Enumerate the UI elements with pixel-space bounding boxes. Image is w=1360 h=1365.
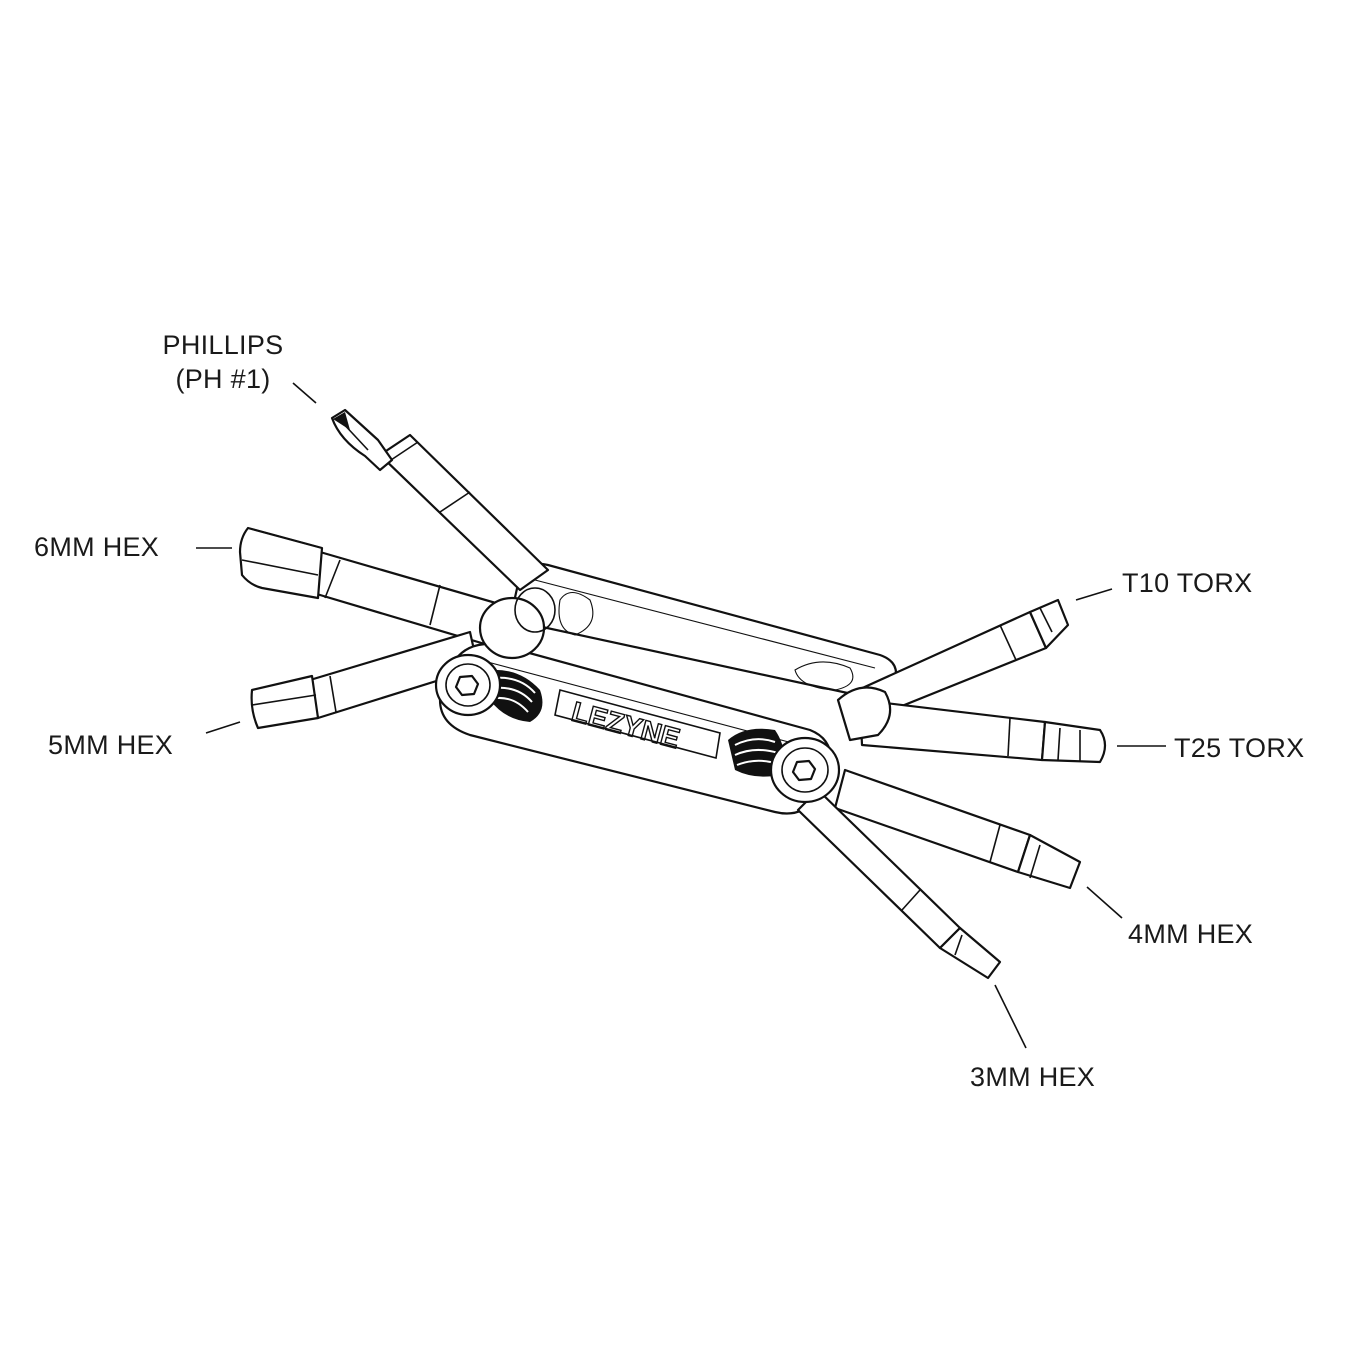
label-hex5: 5MM HEX — [48, 730, 174, 760]
leader-hex3 — [994, 984, 1027, 1049]
label-phillips-line1: PHILLIPS — [162, 330, 284, 360]
grip-pattern-left — [490, 669, 543, 722]
label-phillips-line2: (PH #1) — [175, 364, 271, 394]
t10-torx-bit — [856, 598, 1070, 720]
left-pivot-bolt — [434, 587, 556, 717]
leader-hex5 — [205, 721, 241, 734]
hex4-bit — [833, 768, 1082, 890]
label-hex4: 4MM HEX — [1128, 919, 1254, 949]
hex5-bit — [250, 630, 480, 730]
leader-hex4 — [1086, 886, 1123, 919]
grip-pattern-right — [728, 728, 784, 777]
label-hex3: 3MM HEX — [970, 1062, 1096, 1092]
t25-torx-bit — [858, 698, 1107, 764]
leader-phillips — [292, 382, 317, 404]
label-t25-torx: T25 TORX — [1174, 733, 1305, 763]
leader-lines — [196, 382, 1166, 1049]
front-side-plate: LEZYNE — [438, 642, 832, 815]
label-hex6: 6MM HEX — [34, 532, 160, 562]
leader-t10 — [1075, 588, 1113, 601]
right-pivot-bolt — [769, 686, 892, 804]
hex3-bit — [796, 788, 1002, 980]
phillips-bit — [330, 408, 550, 592]
label-phillips: PHILLIPS (PH #1) — [150, 328, 296, 396]
label-t10-torx: T10 TORX — [1122, 568, 1253, 598]
